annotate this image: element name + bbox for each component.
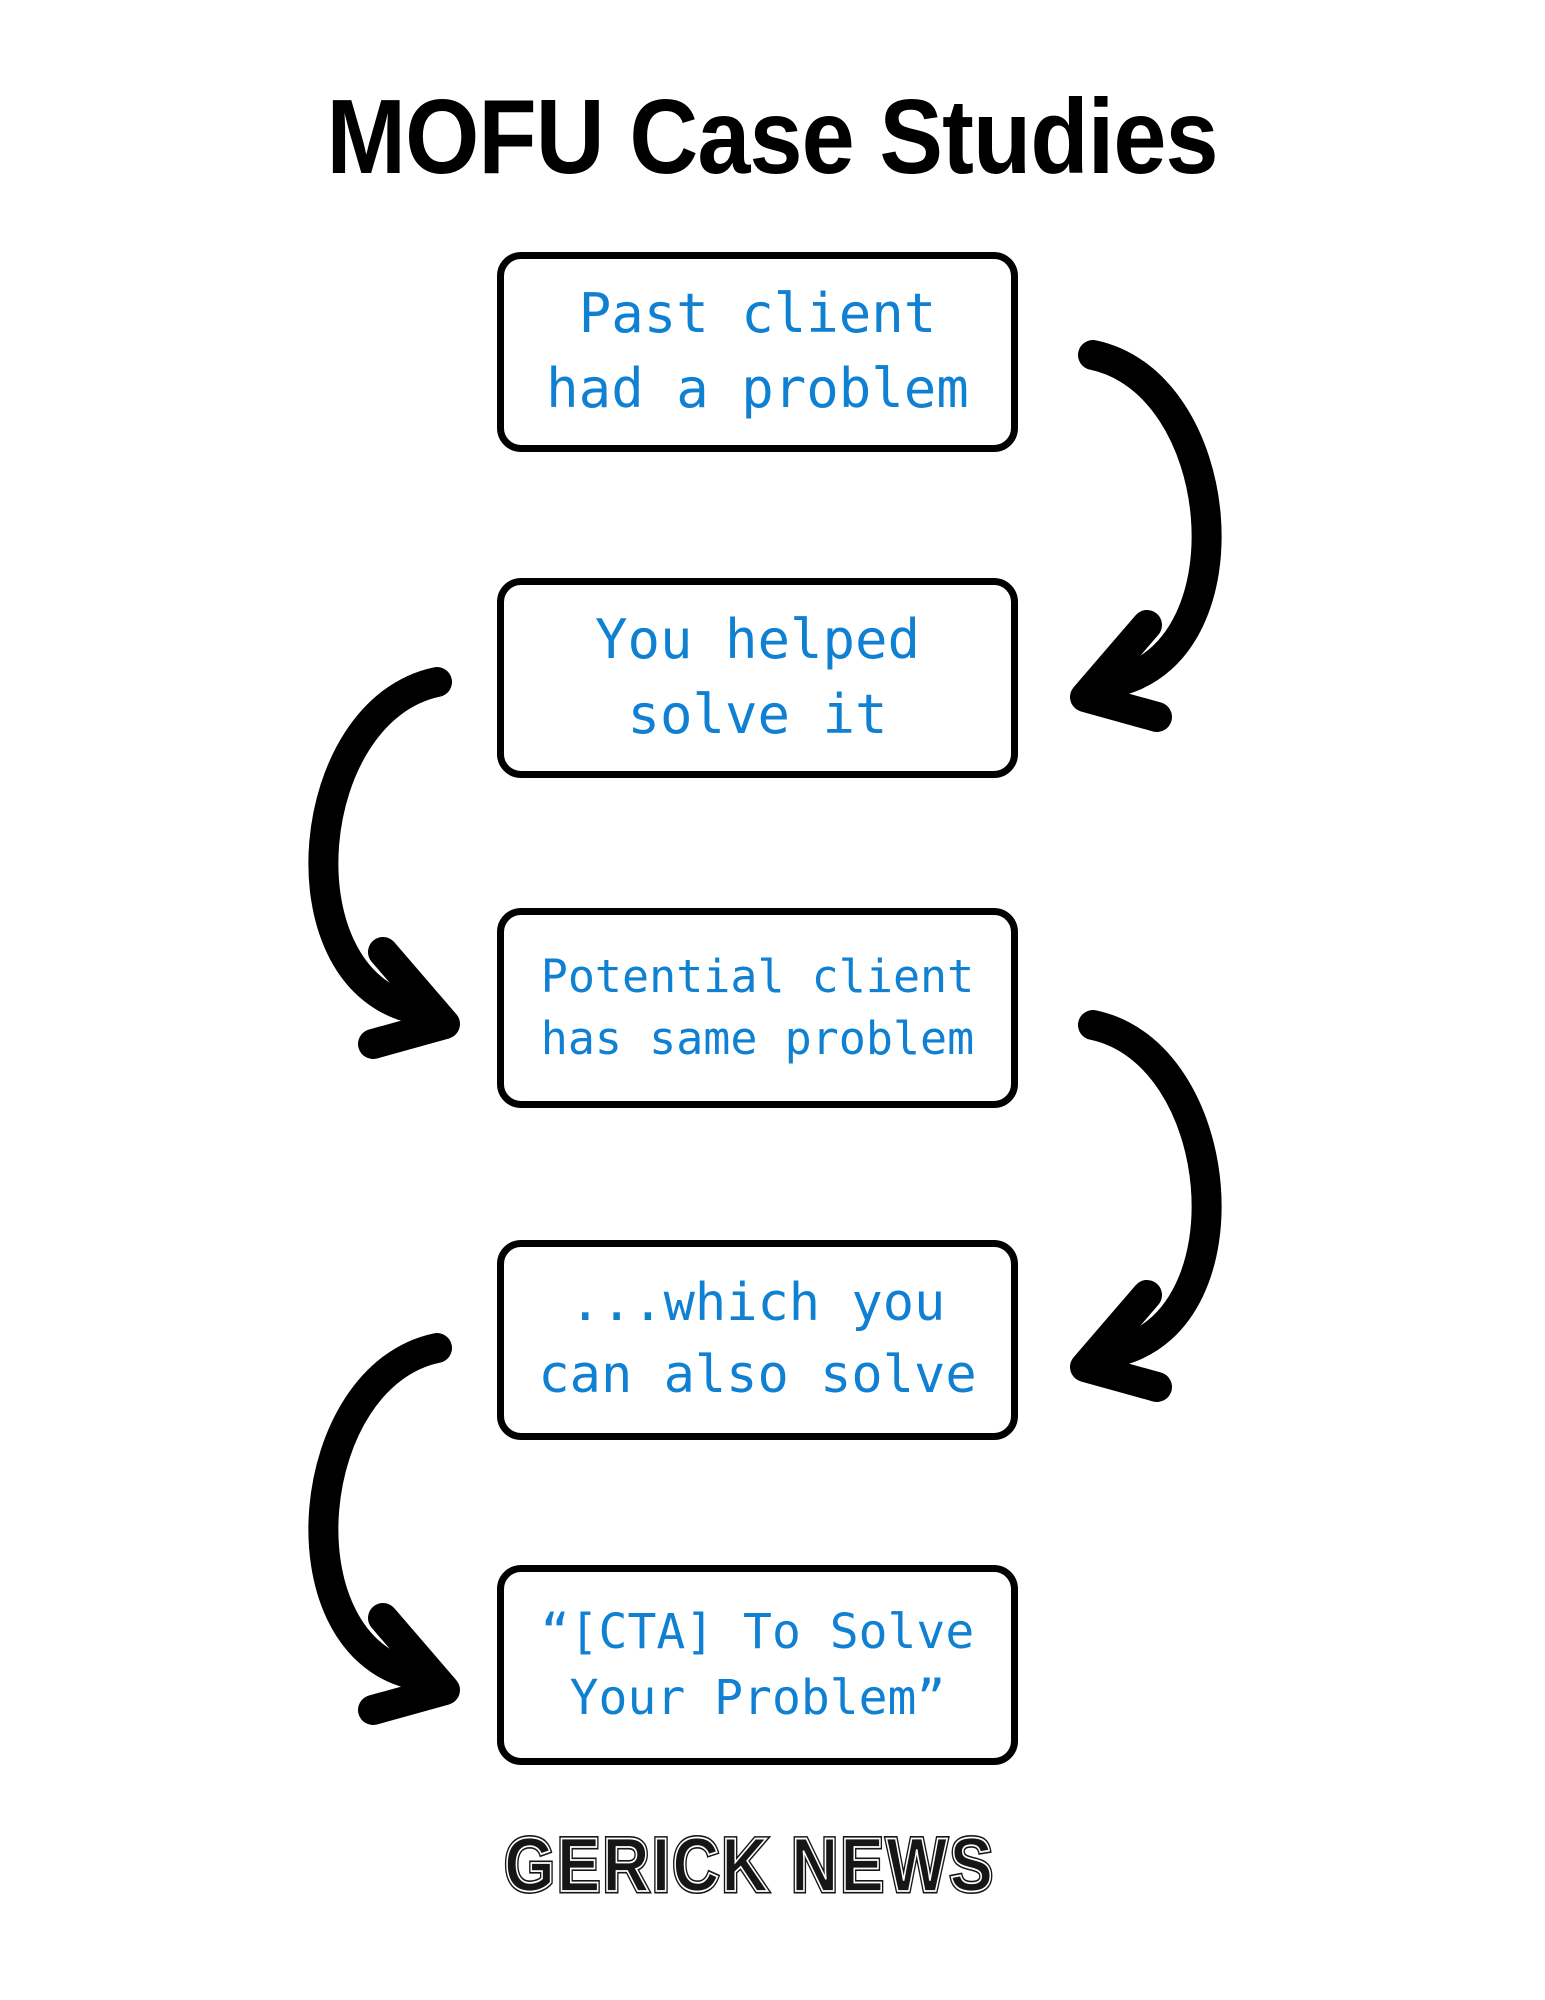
flow-step-which-you-can-solve: ...which you can also solve bbox=[497, 1240, 1018, 1440]
step-line: has same problem bbox=[540, 1012, 975, 1065]
brand-wordmark: GERICK NEWS GERICK NEWS bbox=[0, 1823, 1522, 1908]
page-title: MOFU Case Studies bbox=[0, 84, 1545, 190]
step-line: “[CTA] To Solve bbox=[540, 1603, 975, 1660]
step-line: had a problem bbox=[546, 357, 969, 420]
flow-step-you-helped-solve: You helped solve it bbox=[497, 578, 1018, 778]
curved-arrow-down-icon bbox=[255, 652, 495, 1062]
curved-arrow-down-icon bbox=[255, 1318, 495, 1728]
brand-wordmark-text: GERICK NEWS GERICK NEWS bbox=[502, 1823, 996, 1908]
step-line: Potential client bbox=[540, 949, 975, 1003]
curved-arrow-down-icon bbox=[1035, 995, 1275, 1405]
step-line: Past client bbox=[578, 282, 937, 346]
step-line: Your Problem” bbox=[569, 1670, 946, 1726]
step-line: You helped bbox=[594, 608, 921, 672]
step-line: can also solve bbox=[538, 1345, 977, 1405]
curved-arrow-down-icon bbox=[1035, 325, 1275, 735]
flow-step-potential-client-problem: Potential client has same problem bbox=[497, 908, 1018, 1108]
flow-step-cta-solve-problem: “[CTA] To Solve Your Problem” bbox=[497, 1565, 1018, 1765]
step-line: ...which you bbox=[569, 1273, 946, 1334]
step-line: solve it bbox=[627, 683, 888, 746]
page-title-text: MOFU Case Studies bbox=[326, 78, 1219, 196]
flow-step-past-client-problem: Past client had a problem bbox=[497, 252, 1018, 452]
